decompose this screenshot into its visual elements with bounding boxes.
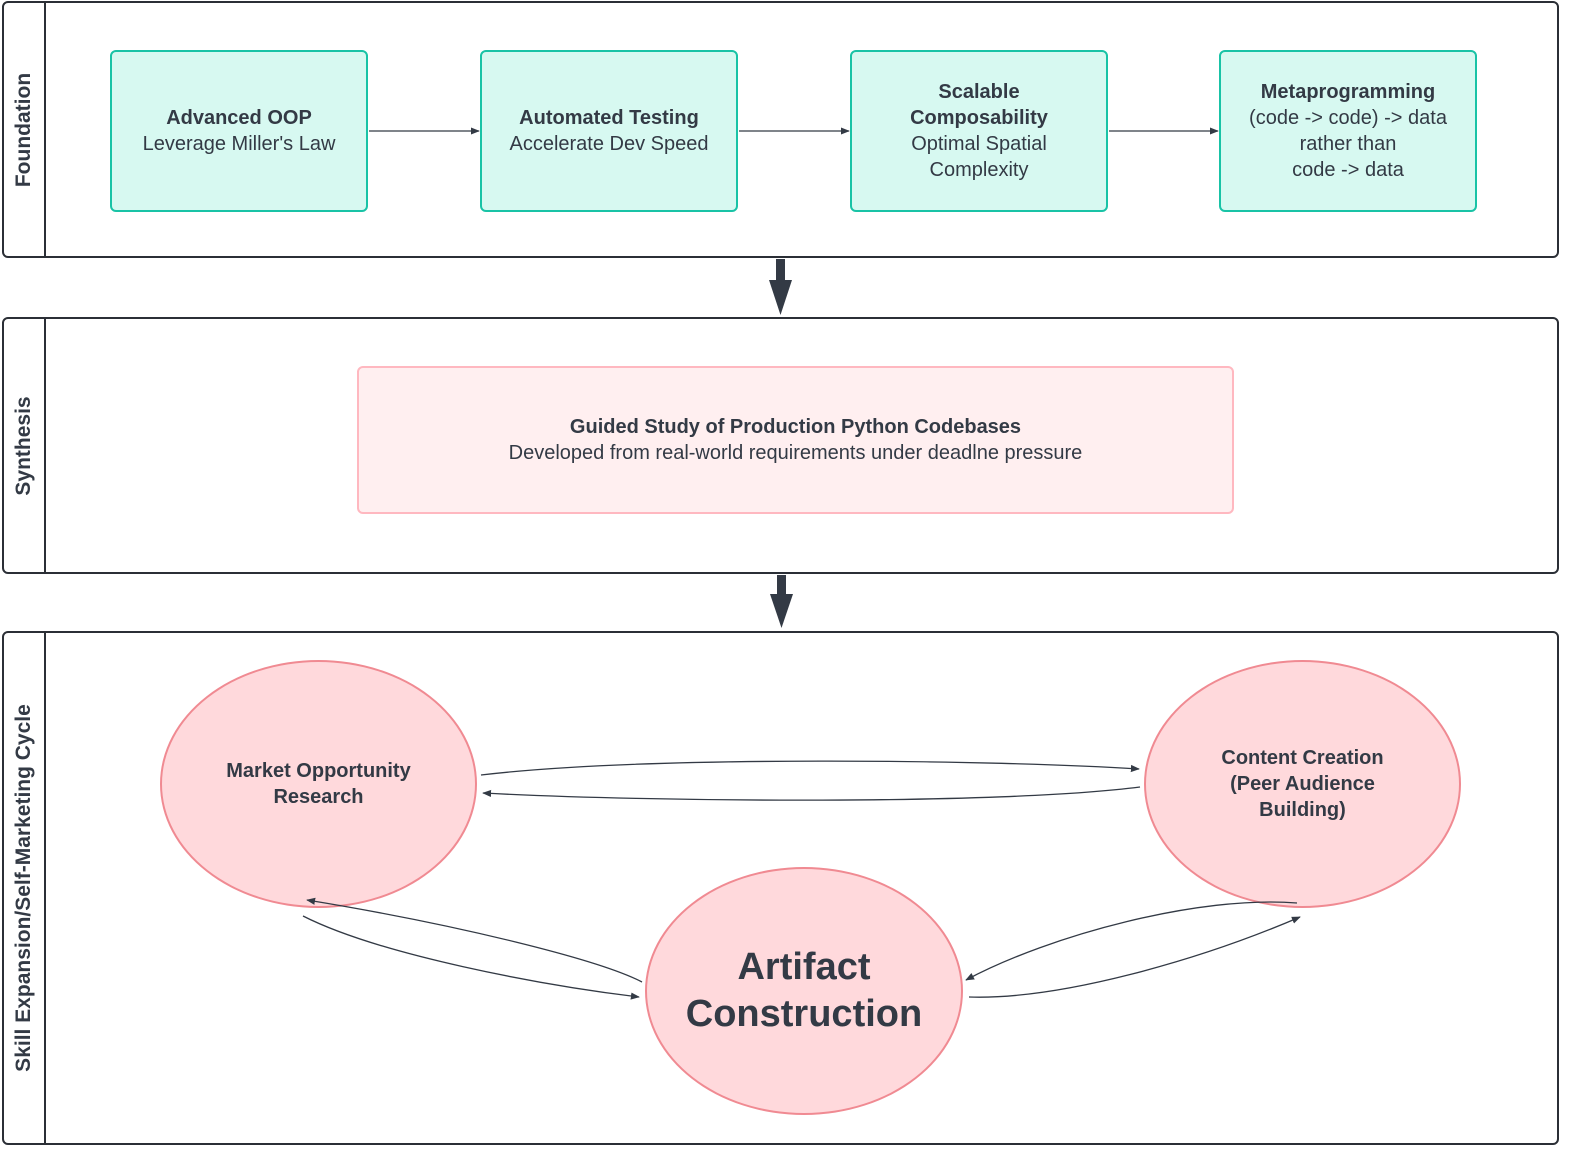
- node-subtitle-line-2: rather than: [1299, 133, 1397, 155]
- node-label-line-1: Artifact: [737, 946, 871, 988]
- node-label-line-2: (Peer Audience: [1230, 773, 1375, 795]
- node-subtitle: Leverage Miller's Law: [142, 133, 336, 155]
- lane-title-foundation: Foundation: [12, 72, 35, 187]
- node-scalable-composability[interactable]: Scalable Composability Optimal Spatial C…: [850, 50, 1108, 212]
- node-subtitle-line-1: Optimal Spatial: [911, 133, 1047, 155]
- node-label-line-2: Research: [273, 786, 364, 808]
- node-subtitle: Accelerate Dev Speed: [509, 133, 709, 155]
- node-subtitle: Developed from real-world requirements u…: [508, 442, 1083, 464]
- lane-header-synthesis: Synthesis: [4, 319, 46, 572]
- node-subtitle-line-3: code -> data: [1292, 159, 1404, 181]
- arrow-synthesis-to-cycle: [770, 575, 793, 628]
- node-content-creation[interactable]: Content Creation (Peer Audience Building…: [1144, 660, 1461, 908]
- node-title: Metaprogramming: [1260, 81, 1436, 103]
- node-label-line-1: Market Opportunity: [226, 760, 411, 782]
- node-advanced-oop[interactable]: Advanced OOP Leverage Miller's Law: [110, 50, 368, 212]
- node-subtitle-line-2: Complexity: [929, 159, 1029, 181]
- node-automated-testing[interactable]: Automated Testing Accelerate Dev Speed: [480, 50, 738, 212]
- node-metaprogramming[interactable]: Metaprogramming (code -> code) -> data r…: [1219, 50, 1477, 212]
- lane-header-foundation: Foundation: [4, 3, 46, 256]
- node-title: Advanced OOP: [166, 107, 312, 129]
- node-title: Automated Testing: [519, 107, 699, 129]
- node-label-line-2: Construction: [685, 993, 923, 1035]
- node-title: Guided Study of Production Python Codeba…: [569, 416, 1022, 438]
- lane-title-synthesis: Synthesis: [12, 395, 35, 496]
- node-guided-study[interactable]: Guided Study of Production Python Codeba…: [357, 366, 1234, 514]
- node-artifact-construction[interactable]: Artifact Construction: [645, 867, 963, 1115]
- lane-title-cycle: Skill Expansion/Self-Marketing Cycle: [12, 704, 35, 1072]
- arrow-foundation-to-synthesis: [769, 259, 792, 315]
- node-subtitle-line-1: (code -> code) -> data: [1249, 107, 1447, 129]
- node-title-line-2: Composability: [910, 107, 1048, 129]
- node-label-line-3: Building): [1259, 799, 1346, 821]
- node-label-line-1: Content Creation: [1221, 747, 1384, 769]
- node-title-line-1: Scalable: [938, 81, 1020, 103]
- lane-header-cycle: Skill Expansion/Self-Marketing Cycle: [4, 633, 46, 1143]
- node-market-research[interactable]: Market Opportunity Research: [160, 660, 477, 908]
